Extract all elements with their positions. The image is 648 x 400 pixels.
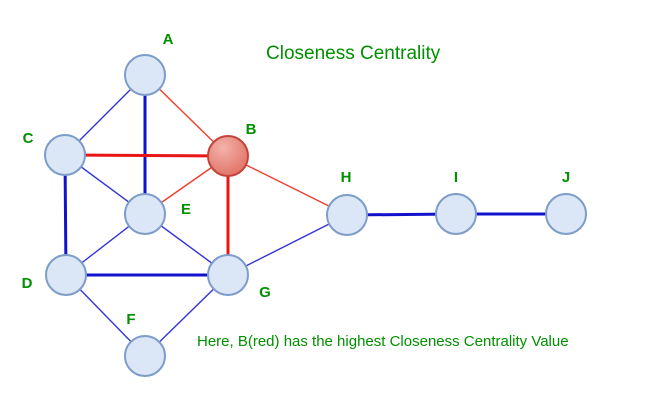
node-label-C: C bbox=[23, 130, 34, 147]
node-D bbox=[45, 254, 87, 296]
node-label-I: I bbox=[454, 169, 458, 186]
node-label-J: J bbox=[562, 169, 570, 186]
node-F bbox=[124, 335, 166, 377]
node-label-H: H bbox=[341, 169, 352, 186]
node-label-E: E bbox=[181, 201, 191, 218]
node-label-A: A bbox=[163, 31, 174, 48]
node-B bbox=[207, 135, 249, 177]
node-C bbox=[44, 134, 86, 176]
node-label-G: G bbox=[259, 284, 271, 301]
node-H bbox=[326, 194, 368, 236]
node-E bbox=[124, 193, 166, 235]
node-A bbox=[124, 54, 166, 96]
node-J bbox=[545, 193, 587, 235]
edge-G-H bbox=[227, 214, 348, 276]
diagram-caption: Here, B(red) has the highest Closeness C… bbox=[197, 333, 569, 350]
diagram-title: Closeness Centrality bbox=[266, 43, 441, 64]
edge-C-B bbox=[64, 153, 229, 158]
node-G bbox=[207, 254, 249, 296]
node-label-F: F bbox=[126, 311, 135, 328]
node-I bbox=[435, 193, 477, 235]
edge-B-H bbox=[227, 155, 348, 216]
node-label-B: B bbox=[246, 121, 257, 138]
node-label-D: D bbox=[22, 275, 33, 292]
